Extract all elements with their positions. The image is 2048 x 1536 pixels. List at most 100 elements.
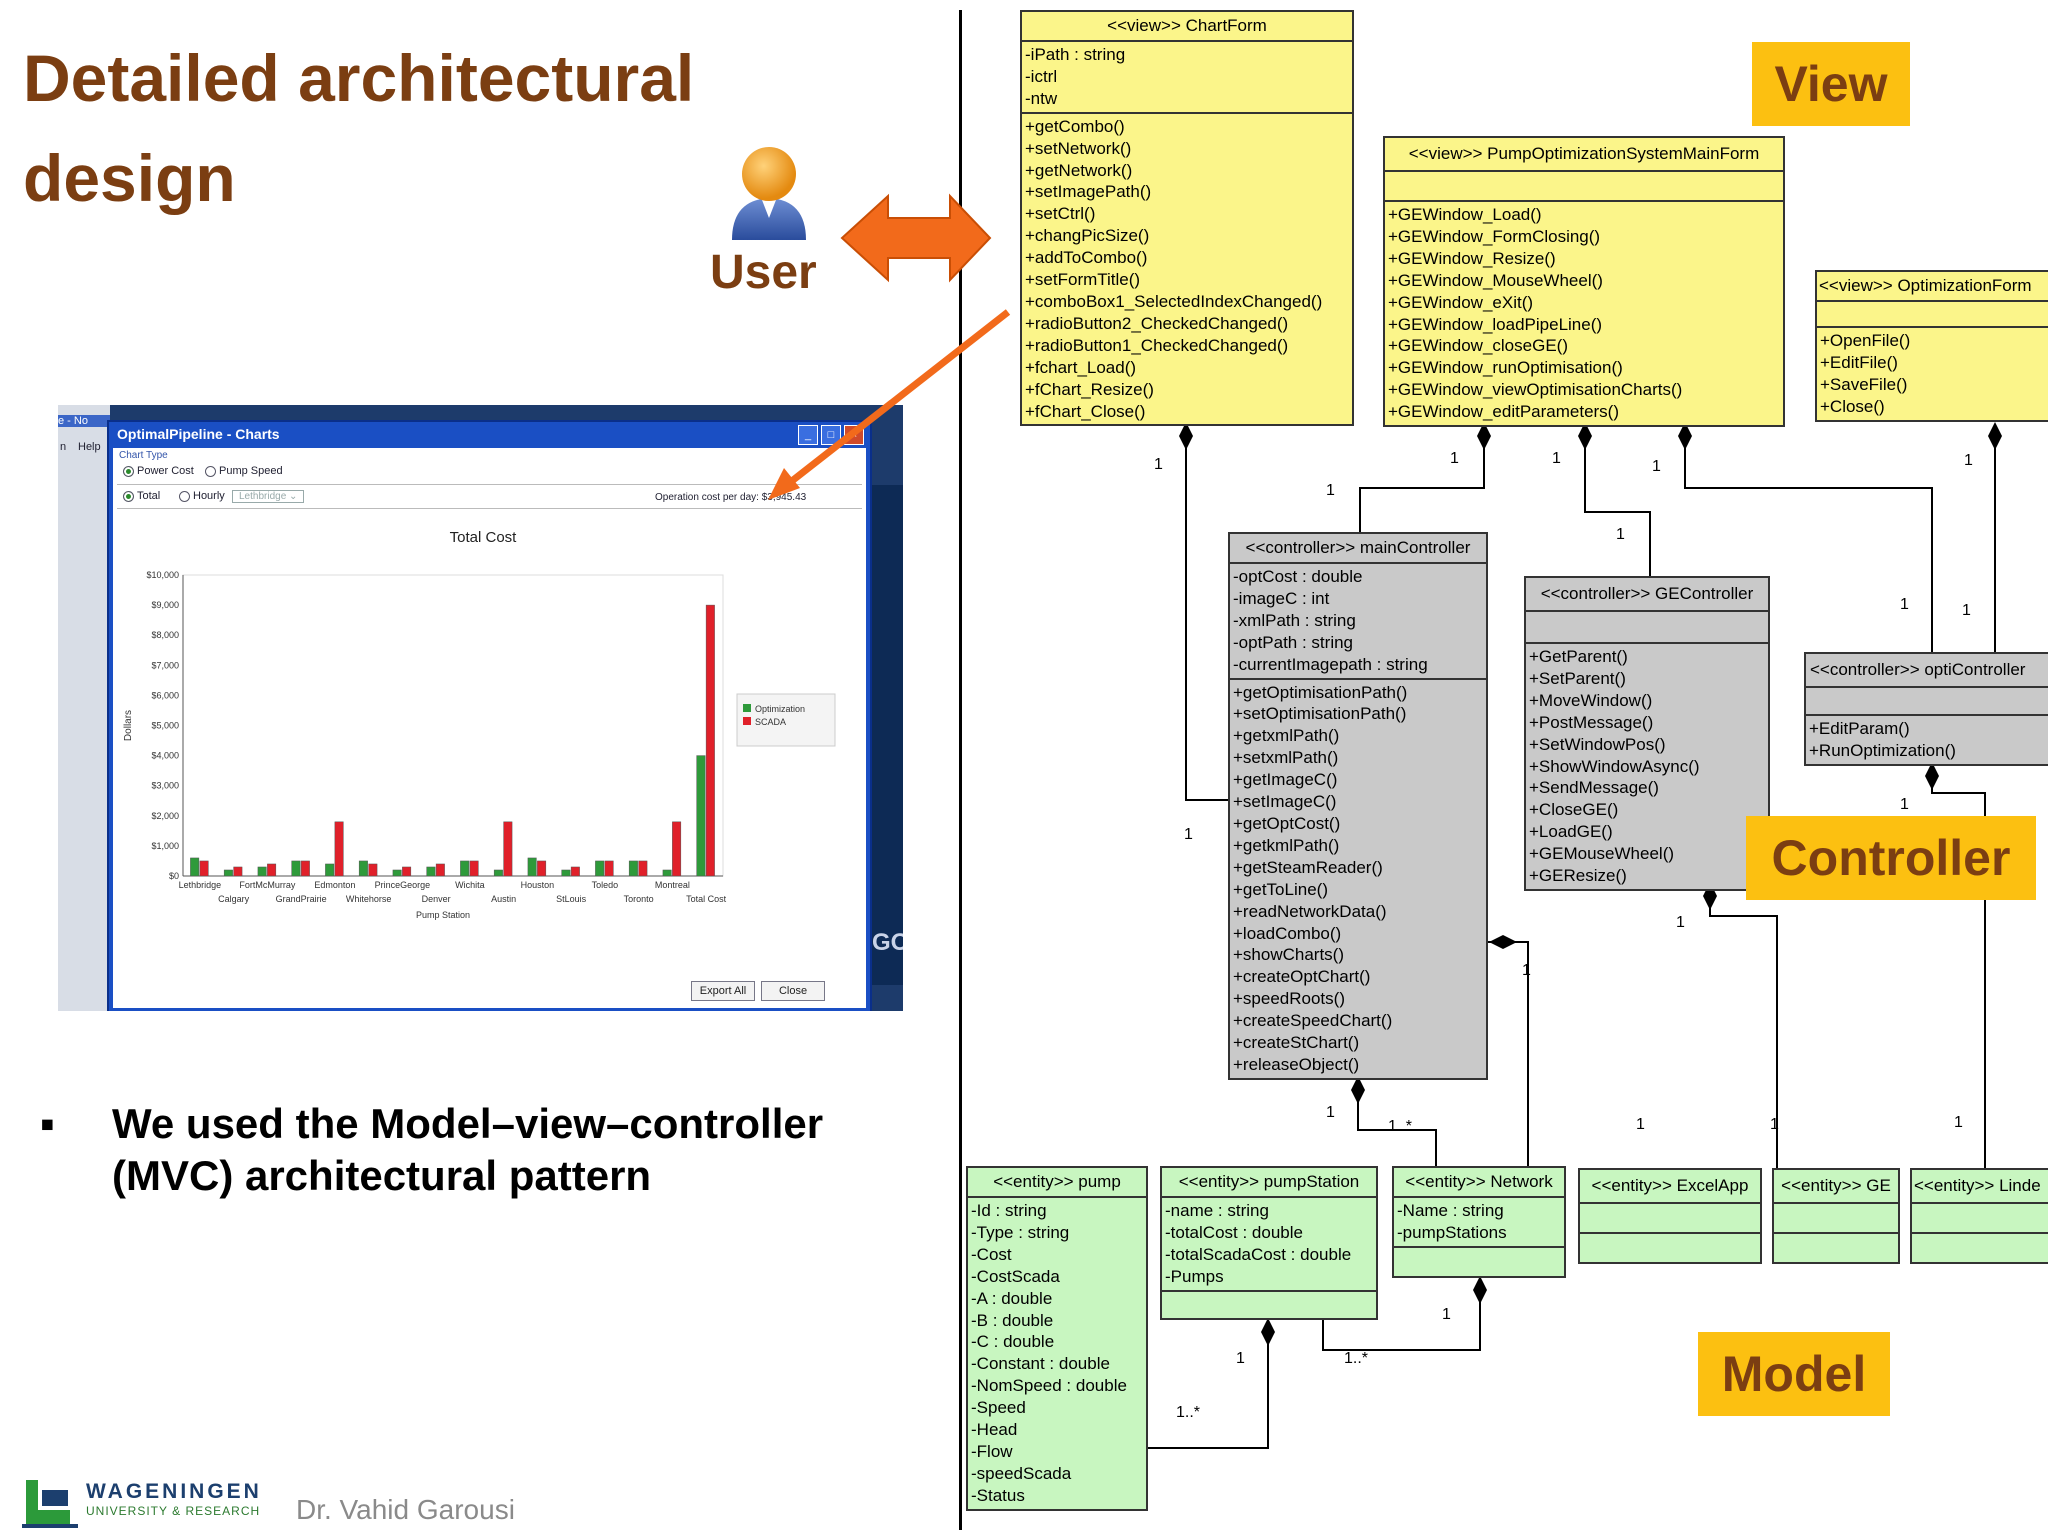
model-tag: Model (1698, 1332, 1890, 1416)
multiplicity-label: 1 (1522, 962, 1531, 979)
uml-operation: +SaveFile() (1820, 374, 1908, 394)
uml-operation: +getkmlPath() (1233, 835, 1340, 855)
maximize-button[interactable]: □ (821, 425, 841, 445)
uml-operation: +releaseObject() (1233, 1054, 1360, 1074)
radio-icon (123, 465, 134, 477)
uml-attribute: -ntw (1025, 88, 1058, 108)
uml-maincontroller: <<controller>> mainController -optCost :… (1228, 532, 1488, 1080)
bar-scada (334, 821, 344, 877)
bar-scada (503, 821, 513, 877)
radio-power-cost[interactable]: Power Cost (123, 465, 194, 477)
radio-total[interactable]: Total (123, 490, 160, 502)
uml-operation: +GEWindow_viewOptimisationCharts() (1388, 380, 1683, 400)
close-button[interactable]: Close (761, 981, 825, 1001)
uml-operation: +GEMouseWheel() (1529, 844, 1675, 864)
plot-area (182, 574, 724, 877)
wur-logo-sub: UNIVERSITY & RESEARCH (86, 1504, 261, 1518)
uml-attribute: -imageC : int (1233, 588, 1330, 608)
bar-optimization (561, 869, 571, 877)
bar-scada (368, 863, 378, 877)
x-tick-label: Whitehorse (346, 894, 392, 904)
uml-ge: <<entity>> GE (1772, 1168, 1900, 1264)
multiplicity-label: 1 (1326, 482, 1335, 499)
uml-operation: +radioButton2_CheckedChanged() (1025, 313, 1289, 333)
uml-attribute: -CostScada (971, 1266, 1060, 1286)
uml-attribute: -Cost (971, 1244, 1012, 1264)
uml-operation: +changPicSize() (1025, 226, 1150, 246)
close-icon[interactable]: × (844, 425, 864, 445)
multiplicity-label: 1 (1652, 458, 1661, 475)
uml-operation: +setImagePath() (1025, 182, 1152, 202)
uml-attribute: -Speed (971, 1398, 1026, 1418)
wur-logo-name: WAGENINGEN (86, 1480, 262, 1503)
uml-operation: +setImageC() (1233, 792, 1337, 812)
slide-title-line2: design (23, 141, 236, 215)
x-tick-label: FortMcMurray (239, 880, 295, 890)
uml-chartform-ops: +getCombo() +setNetwork() +getNetwork() … (1022, 114, 1352, 425)
uml-operation: +getNetwork() (1025, 160, 1133, 180)
multiplicity-label: 1 (1450, 450, 1459, 467)
chevron-down-icon: ⌄ (289, 491, 298, 502)
menu-item-help[interactable]: Help (78, 441, 101, 453)
uml-excelapp-header: <<entity>> ExcelApp (1580, 1170, 1760, 1204)
x-tick-label: Toronto (624, 894, 654, 904)
export-all-button[interactable]: Export All (691, 981, 755, 1001)
uml-gecontroller-ops: +GetParent() +SetParent() +MoveWindow() … (1526, 644, 1768, 889)
menu-item-fragment[interactable]: n (60, 441, 67, 453)
uml-operation: +speedRoots() (1233, 989, 1345, 1009)
uml-operation: +Close() (1820, 396, 1885, 416)
uml-operation: +CloseGE() (1529, 800, 1619, 820)
bar-scada (570, 866, 580, 877)
bar-optimization (291, 860, 301, 877)
uml-network-header: <<entity>> Network (1394, 1168, 1564, 1198)
y-tick-label: $3,000 (151, 781, 179, 791)
uml-maincontroller-header: <<controller>> mainController (1230, 534, 1486, 564)
uml-optimizationform-attrs (1817, 302, 2048, 328)
uml-operation: +readNetworkData() (1233, 901, 1387, 921)
uml-mainform-header: <<view>> PumpOptimizationSystemMainForm (1385, 138, 1783, 172)
uml-pumpstation-header: <<entity>> pumpStation (1162, 1168, 1376, 1198)
radio-icon (179, 490, 190, 502)
minimize-button[interactable]: _ (798, 425, 818, 445)
legend-label: Optimization (755, 704, 805, 714)
uml-attribute: -totalCost : double (1165, 1222, 1303, 1242)
chart-title: Total Cost (450, 529, 518, 546)
bar-optimization (527, 857, 537, 877)
multiplicity-label: 1 (1636, 1116, 1645, 1133)
x-tick-label: Total Cost (686, 894, 727, 904)
bullet-icon: ▪ (40, 1100, 55, 1147)
multiplicity-label: 1 (1236, 1350, 1245, 1367)
radio-pump-speed[interactable]: Pump Speed (205, 465, 283, 477)
radio-hourly[interactable]: Hourly (179, 490, 225, 502)
uml-attribute: -xmlPath : string (1233, 610, 1356, 630)
x-tick-label: Montreal (655, 880, 690, 890)
uml-opticontroller: <<controller>> optiController +EditParam… (1804, 652, 2048, 766)
uml-operation: +PostMessage() (1529, 712, 1654, 732)
uml-maincontroller-attrs: -optCost : double -imageC : int -xmlPath… (1230, 564, 1486, 680)
bar-scada (402, 866, 412, 877)
uml-operation: +GEWindow_closeGE() (1388, 336, 1568, 356)
uml-operation: +setFormTitle() (1025, 270, 1141, 290)
x-tick-label: GrandPrairie (276, 894, 327, 904)
uml-operation: +getToLine() (1233, 879, 1328, 899)
station-dropdown[interactable]: Lethbridge ⌄ (232, 490, 305, 503)
y-tick-label: $10,000 (146, 570, 179, 580)
uml-attribute: -Flow (971, 1441, 1013, 1461)
uml-pumpstation-ops (1162, 1292, 1376, 1318)
uml-operation: +GEWindow_Load() (1388, 205, 1542, 224)
uml-attribute: -Id : string (971, 1201, 1047, 1220)
uml-operation: +GEWindow_Resize() (1388, 248, 1556, 268)
uml-attribute: -name : string (1165, 1201, 1269, 1220)
uml-operation: +addToCombo() (1025, 248, 1148, 268)
uml-operation: +RunOptimization() (1809, 740, 1956, 760)
bar-scada (300, 860, 310, 877)
legend-label: SCADA (755, 717, 786, 727)
user-label: User (710, 246, 817, 299)
radio-hourly-label: Hourly (193, 490, 225, 502)
uml-operation: +MoveWindow() (1529, 690, 1653, 710)
background-window-title: e - No (58, 415, 110, 427)
radio-total-label: Total (137, 490, 161, 502)
multiplicity-label: 1 (1552, 450, 1561, 467)
ge-fragment: GO (872, 929, 903, 956)
uml-pump-header: <<entity>> pump (968, 1168, 1146, 1198)
